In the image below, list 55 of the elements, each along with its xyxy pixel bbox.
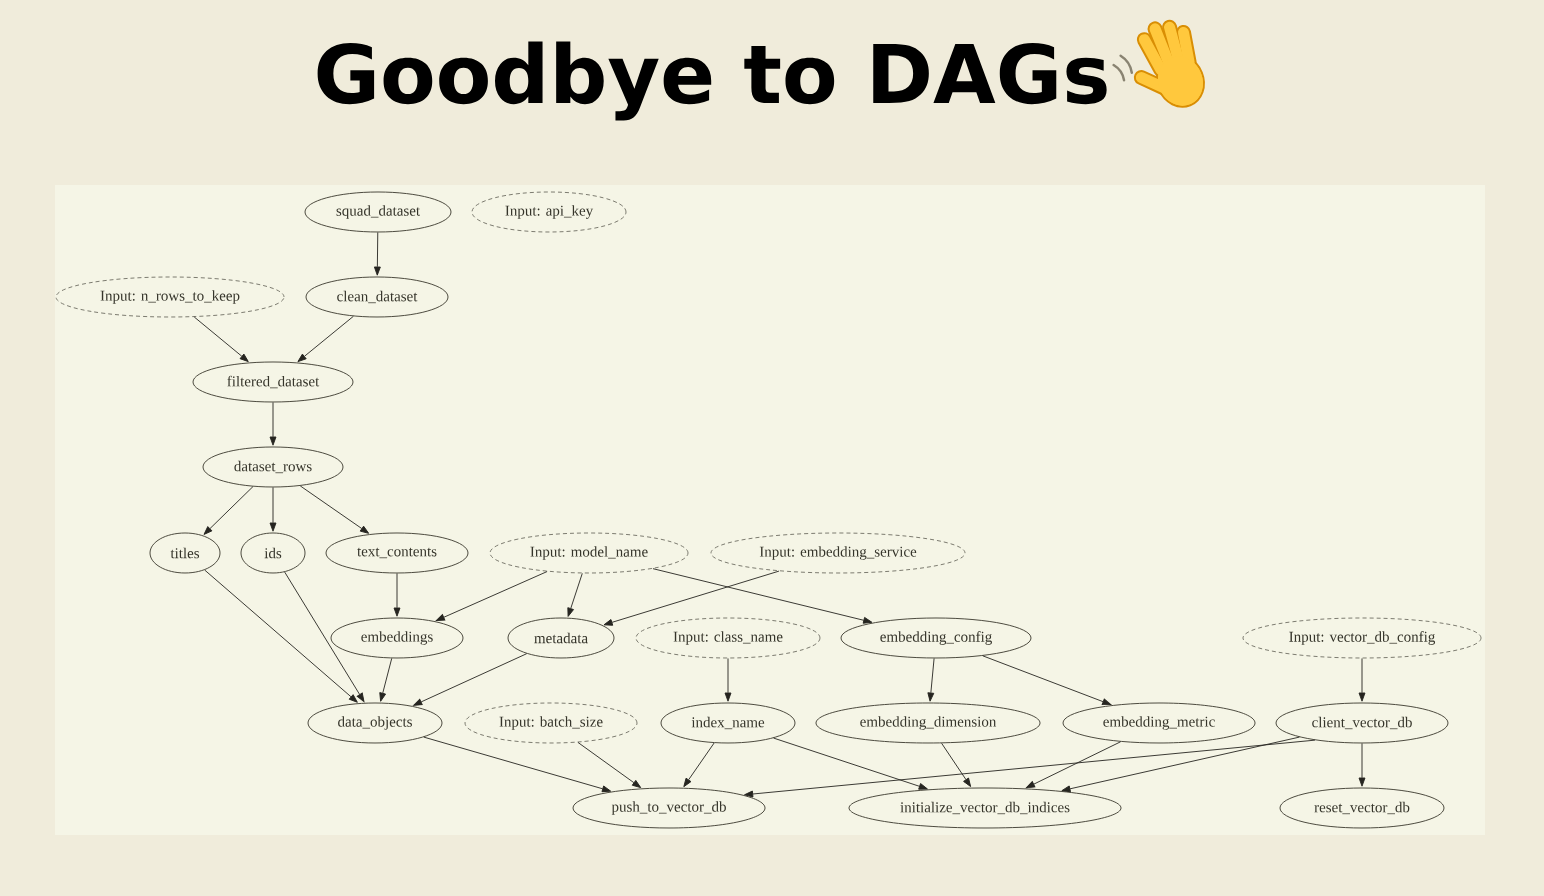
arrow bbox=[284, 571, 365, 703]
ellipse-node: dataset_rows bbox=[202, 446, 344, 488]
ellipse-node: initialize_vector_db_indices bbox=[848, 787, 1122, 829]
ellipse-node: squad_dataset bbox=[304, 191, 452, 233]
ellipse-node: push_to_vector_db bbox=[572, 787, 766, 829]
ellipse-node: reset_vector_db bbox=[1279, 787, 1445, 829]
ellipse-node: clean_dataset bbox=[305, 276, 449, 318]
dashed-ellipse-node: Input: model_name bbox=[489, 532, 689, 574]
ellipse-node: data_objects bbox=[307, 702, 443, 744]
ellipse-node: metadata bbox=[507, 617, 615, 659]
arrow bbox=[269, 487, 277, 532]
arrow bbox=[567, 572, 583, 617]
ellipse-node: filtered_dataset bbox=[192, 361, 354, 403]
arrow bbox=[423, 736, 612, 793]
ellipse-node: embedding_metric bbox=[1062, 702, 1256, 744]
arrow bbox=[204, 569, 358, 703]
dashed-ellipse-node: Input: embedding_service bbox=[710, 532, 966, 574]
arrow bbox=[373, 232, 381, 276]
arrow bbox=[683, 742, 715, 788]
arrow bbox=[393, 573, 401, 617]
ellipse-node: text_contents bbox=[325, 532, 469, 574]
arrow bbox=[603, 570, 780, 626]
arrow bbox=[1358, 658, 1366, 702]
dashed-ellipse-node: Input: class_name bbox=[635, 617, 821, 659]
dashed-ellipse-node: Input: n_rows_to_keep bbox=[55, 276, 285, 318]
dashed-ellipse-node: Input: batch_size bbox=[464, 702, 638, 744]
arrow bbox=[927, 658, 935, 702]
ellipse-node: embeddings bbox=[330, 617, 464, 659]
arrow bbox=[1061, 736, 1300, 793]
arrow bbox=[269, 402, 277, 446]
dashed-ellipse-node: Input: api_key bbox=[471, 191, 627, 233]
arrow bbox=[203, 486, 254, 535]
ellipse-node: client_vector_db bbox=[1275, 702, 1449, 744]
arrow bbox=[299, 485, 370, 534]
title: Goodbye to DAGs bbox=[317, 41, 1107, 121]
arrow bbox=[744, 739, 1316, 798]
ellipse-node: embedding_config bbox=[840, 617, 1032, 659]
arrow bbox=[435, 571, 548, 622]
dashed-ellipse-node: Input: vector_db_config bbox=[1242, 617, 1482, 659]
arrow bbox=[297, 315, 354, 363]
ellipse-node: embedding_dimension bbox=[815, 702, 1041, 744]
arrow bbox=[413, 653, 528, 706]
arrow bbox=[982, 655, 1112, 706]
arrow bbox=[724, 658, 732, 702]
arrow bbox=[652, 568, 873, 624]
ellipse-node: ids bbox=[240, 532, 306, 574]
arrow bbox=[193, 316, 249, 363]
arrow bbox=[577, 741, 642, 789]
ellipse-node: titles bbox=[149, 532, 221, 574]
arrow bbox=[1358, 743, 1366, 787]
arrow bbox=[1025, 741, 1122, 789]
arrow bbox=[379, 657, 393, 702]
ellipse-node: index_name bbox=[660, 702, 796, 744]
arrow bbox=[941, 742, 972, 787]
arrow bbox=[773, 737, 928, 790]
